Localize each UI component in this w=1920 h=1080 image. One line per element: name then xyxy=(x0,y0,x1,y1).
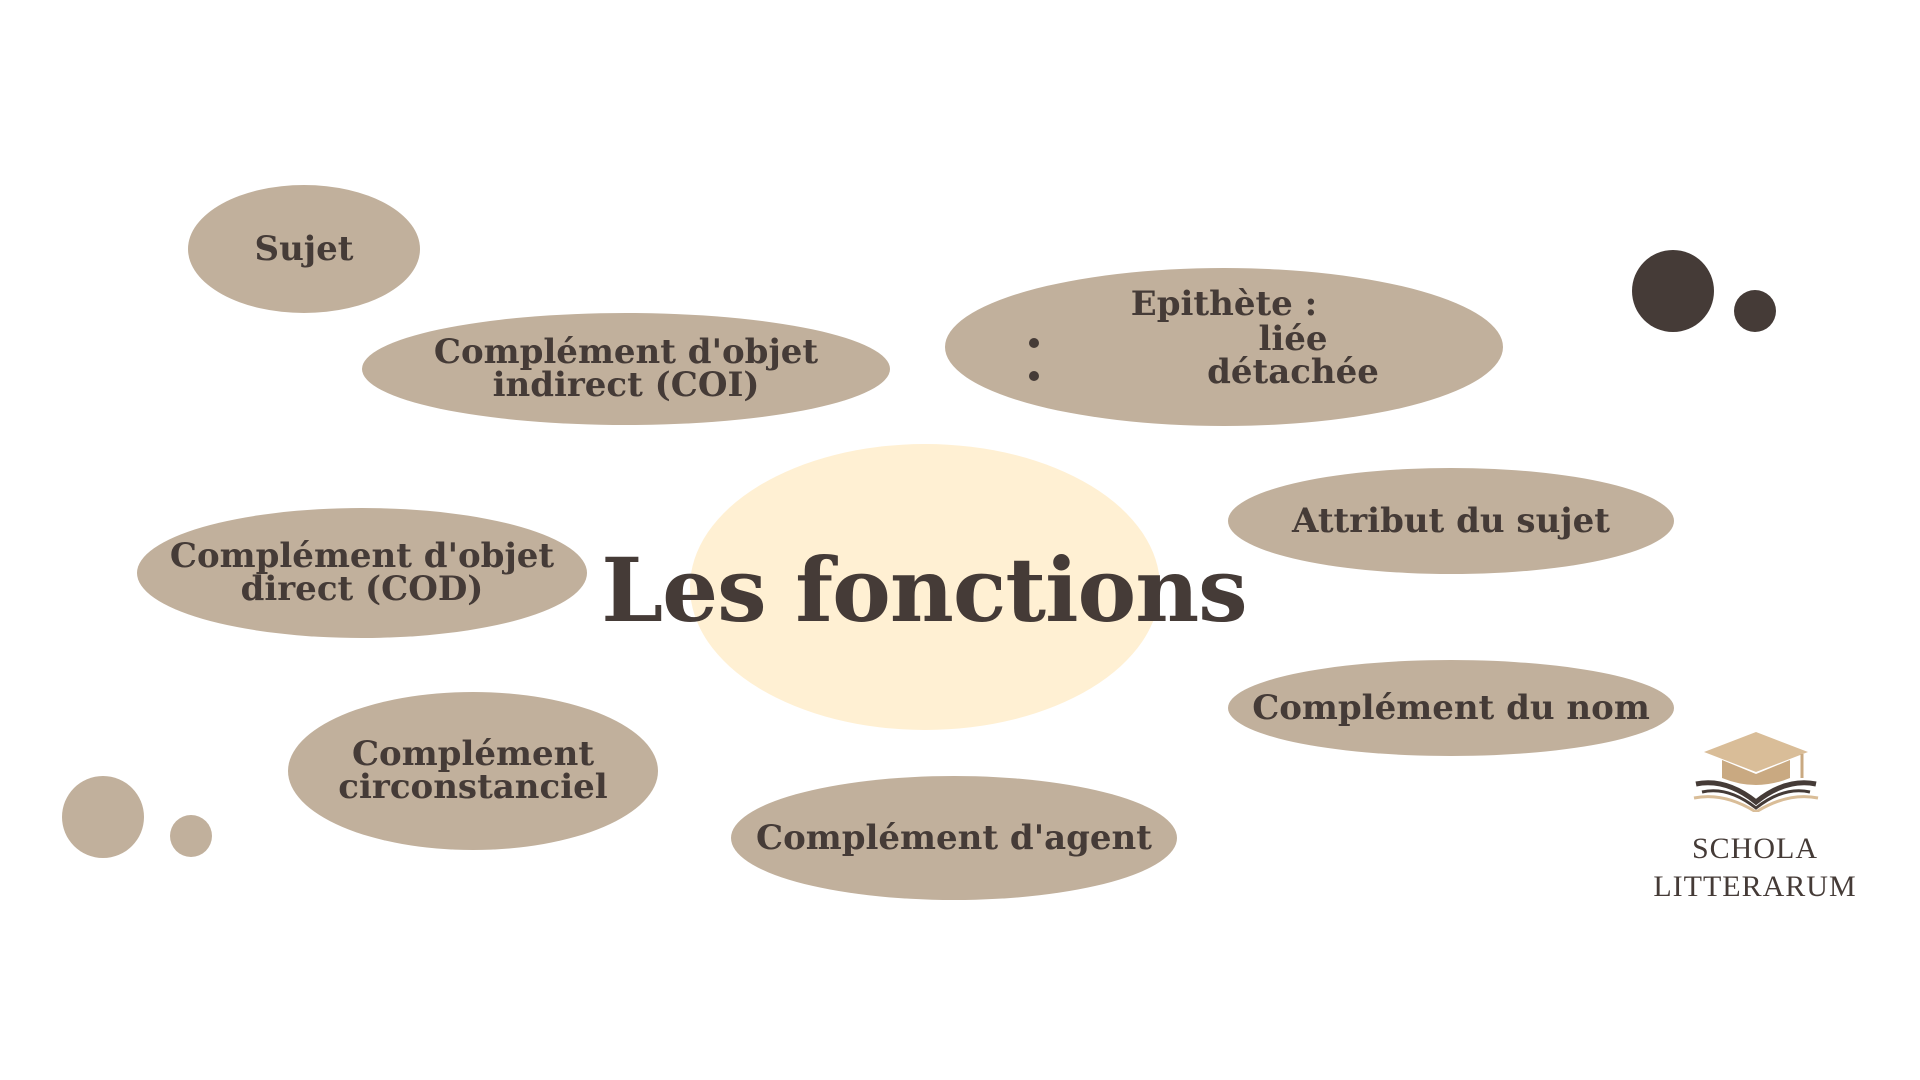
center-title: Les fonctions xyxy=(601,538,1247,642)
bubble-coi-line2: indirect (COI) xyxy=(492,365,760,405)
bubble-agent-label: Complément d'agent xyxy=(756,817,1152,858)
bubble-circonstanciel: Complément circonstanciel xyxy=(288,692,658,850)
graduation-cap-book-icon xyxy=(1693,732,1819,812)
bubble-coi: Complément d'objet indirect (COI) xyxy=(362,313,890,425)
bubble-circonstanciel-line1: Complément xyxy=(351,734,595,774)
bubble-cod-line2: direct (COD) xyxy=(240,569,484,609)
decorative-dot-large-tan xyxy=(62,776,144,858)
decorative-dot-small-dark xyxy=(1734,290,1776,332)
epithete-bullet-1 xyxy=(1029,338,1039,348)
bubble-sujet-label: Sujet xyxy=(254,228,354,269)
bubble-coi-line1: Complément d'objet xyxy=(433,332,819,372)
decorative-dot-large-dark xyxy=(1632,250,1714,332)
bubble-sujet: Sujet xyxy=(188,185,420,313)
bubble-coi-label: Complément d'objet indirect (COI) xyxy=(433,332,819,405)
bubble-cod-label: Complément d'objet direct (COD) xyxy=(169,536,555,609)
bubble-complement-nom: Complément du nom xyxy=(1228,660,1674,756)
decorative-dot-small-tan xyxy=(170,815,212,857)
bubble-circonstanciel-label: Complément circonstanciel xyxy=(338,734,608,807)
bubble-epithete: Epithète : liée détachée xyxy=(945,268,1503,426)
epithete-item-1: liée xyxy=(1258,319,1328,359)
epithete-title: Epithète : xyxy=(1130,284,1318,324)
logo-line2: LITTERARUM xyxy=(1653,870,1857,903)
bubble-cod: Complément d'objet direct (COD) xyxy=(137,508,587,638)
bubble-agent: Complément d'agent xyxy=(731,776,1177,900)
bubble-circonstanciel-line2: circonstanciel xyxy=(338,767,608,807)
center-bubble xyxy=(690,444,1160,730)
bubble-attribut-label: Attribut du sujet xyxy=(1292,500,1610,541)
epithete-item-2: détachée xyxy=(1207,352,1379,392)
bubble-epithete-label: Epithète : liée détachée xyxy=(945,268,1503,426)
bubble-attribut: Attribut du sujet xyxy=(1228,468,1674,574)
epithete-bullet-2 xyxy=(1029,371,1039,381)
bubble-cod-line1: Complément d'objet xyxy=(169,536,555,576)
logo-line1: SCHOLA xyxy=(1691,832,1818,865)
bubble-complement-nom-label: Complément du nom xyxy=(1252,687,1650,728)
